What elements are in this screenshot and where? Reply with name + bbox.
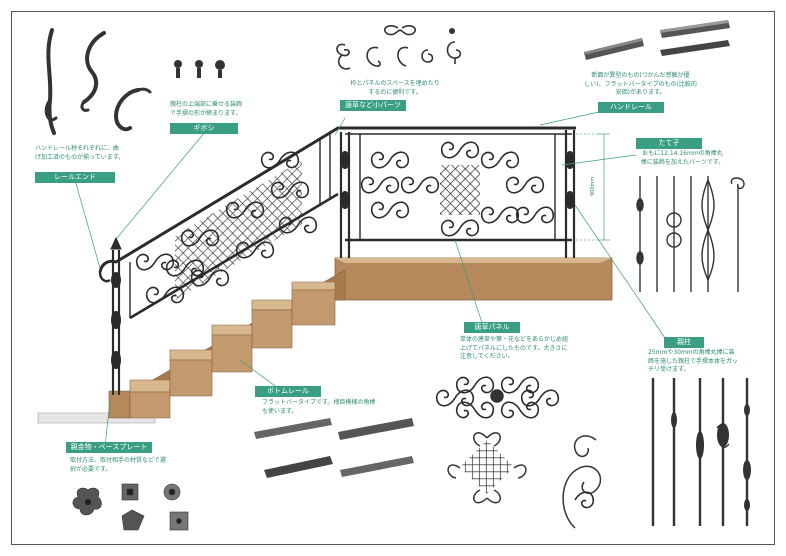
stair [37, 257, 613, 424]
bottom-rail-note: フラットバータイプです。桟目模様の角棒 も使います。 [262, 399, 376, 415]
railing [98, 126, 576, 395]
oyabashira-label: 親柱 [664, 337, 704, 348]
karakusa-panel-samples [435, 376, 602, 529]
handrail-label: ハンドレール [598, 102, 664, 113]
height-dimension: 900mm [590, 176, 596, 196]
karakusa-small-note: 枠とパネルのスペースを埋めたり するのに便利です。 [350, 80, 440, 96]
karakusa-small-label: 唐草など小パーツ [340, 100, 406, 111]
tatego-label: たて子 [636, 138, 702, 149]
bottom-rail-label: ボトムレール [255, 386, 321, 397]
page-frame [11, 11, 775, 545]
fittings-note: 取付方法、取付相手の材質などで選 択が必要です。 [70, 457, 166, 473]
karakusa-panel-note: 単体の唐草や葉・花などをあらかじめ組 上げてパネルにしたものです。大きさに 注意… [460, 336, 569, 360]
oyabashira-note: 25mmや30mmの角棒丸棒に装 飾を施した親柱で手摺本体をガッ チリ受けます。 [648, 349, 739, 373]
base-plate-samples [72, 483, 189, 531]
handrail-samples [584, 20, 730, 60]
bottom-rail-samples [254, 418, 414, 478]
newel-post-samples [651, 378, 751, 526]
rail-end-note: ハンドレール材それぞれに、曲 げ加工済のものが揃っています。 [35, 145, 125, 161]
small-scroll-parts [336, 25, 462, 70]
karakusa-panel-label: 唐草パネル [464, 322, 520, 333]
fittings-label: 親金物・ベースプレート [66, 442, 152, 453]
baluster-samples [636, 176, 745, 292]
dimension-line [576, 133, 610, 241]
handrail-note: 断面が異型のもの(つかんだ感触が優 しい)、フラットバータイプのもの(比較的 安… [584, 72, 697, 96]
rail-end-samples [44, 28, 152, 135]
giboshi-label: ギボシ [170, 123, 238, 134]
giboshi-samples [174, 60, 225, 78]
leader-lines [74, 107, 666, 448]
rail-end-label: レールエンド [35, 172, 115, 183]
giboshi-note: 親柱の上端部に乗せる装飾 で手摺の形が締まります。 [170, 101, 243, 117]
tatego-note: おもに12.14.16mmの角棒丸 棒に装飾を加えたパーツです。 [640, 150, 725, 166]
